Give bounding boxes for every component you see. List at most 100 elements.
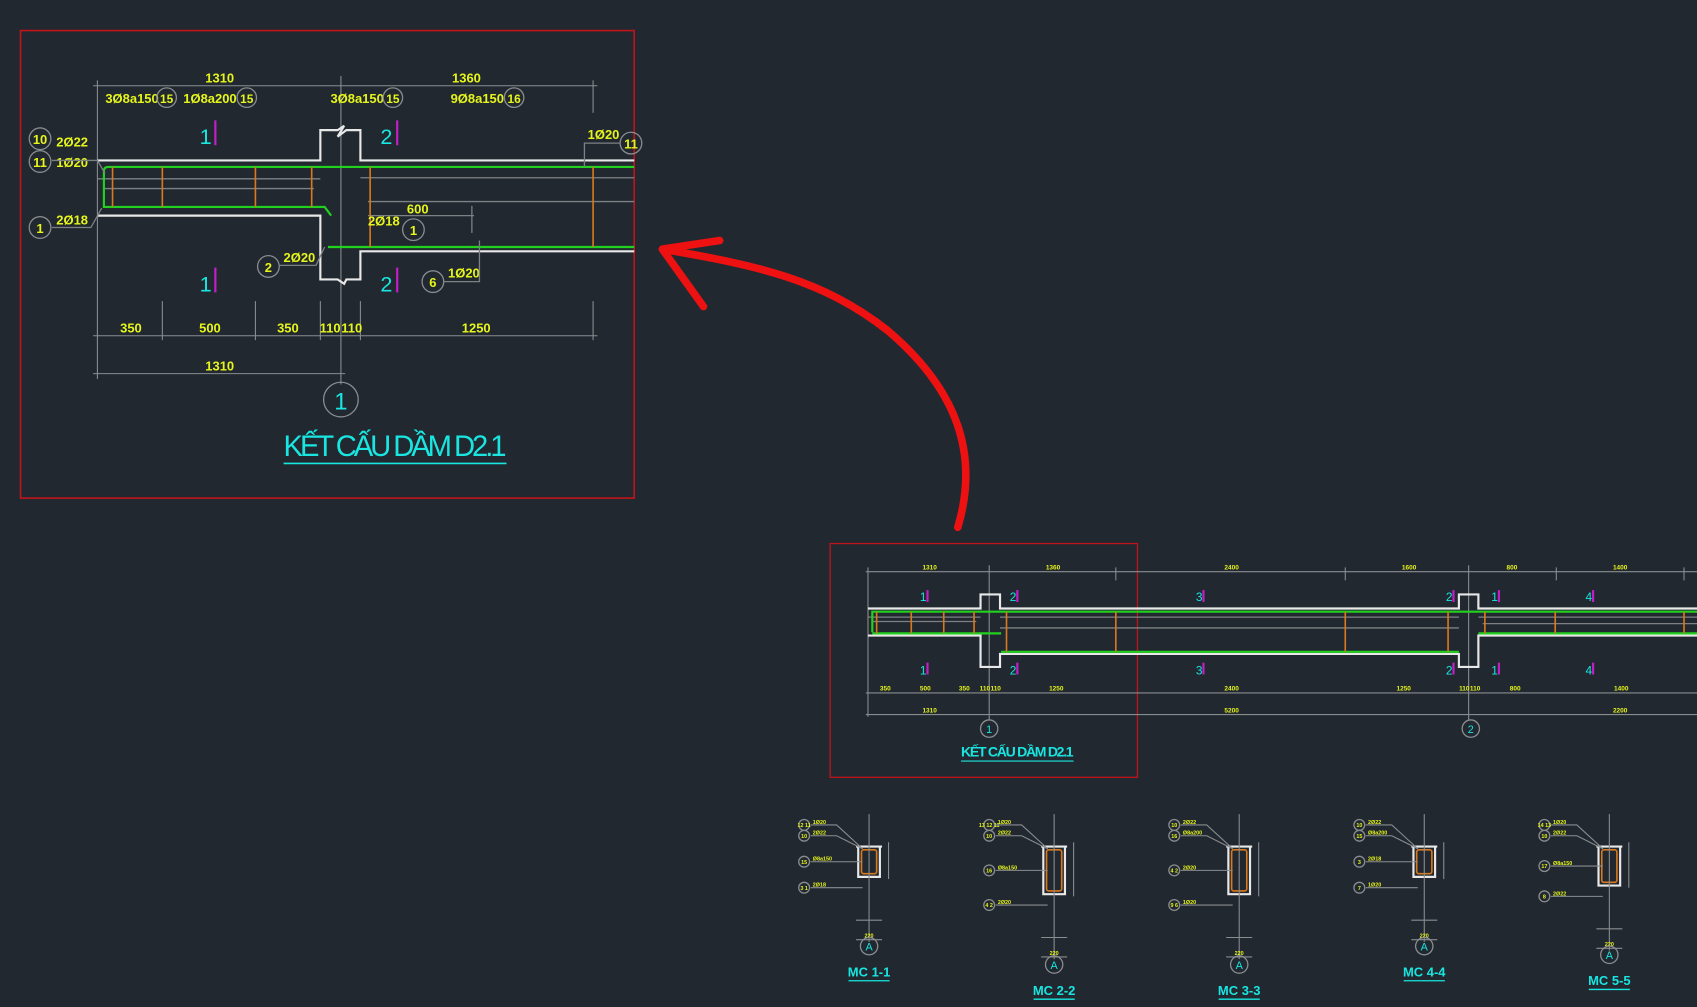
rebar-mark: 3 1 bbox=[800, 886, 808, 892]
rebar-mark-bubble bbox=[1168, 864, 1181, 877]
rebar-mark: 1 bbox=[36, 221, 43, 236]
rebar-spec: 2Ø20 bbox=[1183, 865, 1196, 871]
axis-bubble bbox=[322, 381, 359, 418]
rebar-spec: 2Ø22 bbox=[998, 831, 1011, 837]
section-mark: 2 bbox=[1010, 663, 1017, 677]
rebar-mark: 12 11 bbox=[798, 823, 811, 829]
rebar-spec: 1Ø20 bbox=[1183, 900, 1196, 906]
rebar-mark-bubble bbox=[1353, 829, 1366, 842]
rebar-mark-bubble bbox=[798, 829, 811, 842]
section-mark: 1 bbox=[920, 590, 927, 604]
section-title: MC 1-1 bbox=[848, 964, 891, 979]
leader-line bbox=[1550, 824, 1604, 850]
width-dimension bbox=[1596, 928, 1623, 949]
rebar-spec: 2Ø18 bbox=[56, 212, 88, 227]
dim-label: 5200 bbox=[1224, 707, 1239, 714]
rebar-spec: 2Ø18 bbox=[368, 213, 400, 228]
section-mark: 2 bbox=[1010, 590, 1017, 604]
rebar-spec: 1Ø20 bbox=[1553, 820, 1566, 826]
rebar-mark-bubble bbox=[1538, 829, 1551, 842]
leader-line bbox=[995, 824, 1049, 850]
highlight-frame bbox=[829, 542, 1139, 778]
rebar-mark: 4 2 bbox=[1171, 869, 1179, 875]
dim-label: 1400 bbox=[1614, 686, 1629, 693]
rebar-mark: 10 bbox=[33, 132, 47, 147]
leader-line bbox=[810, 824, 863, 850]
rebar-spec: 2Ø22 bbox=[813, 831, 826, 837]
axis-bubble bbox=[1600, 945, 1619, 965]
rebar-spec: 2Ø22 bbox=[1553, 891, 1566, 897]
width-label: 220 bbox=[1420, 933, 1429, 939]
axis-bubble bbox=[979, 719, 999, 738]
rebar-mark: 9 6 bbox=[1171, 903, 1179, 909]
rebar-mark: 4 2 bbox=[985, 903, 993, 909]
dim-label: 110 bbox=[980, 686, 991, 693]
dim-label: 110 bbox=[1459, 686, 1470, 693]
section-mark: 1 bbox=[200, 271, 212, 296]
overview-title: KẾT CẤU DẦM D2.1 bbox=[961, 744, 1074, 760]
axis-bubble bbox=[1461, 719, 1481, 738]
section-title: MC 2-2 bbox=[1033, 983, 1076, 998]
dim-label: 110 bbox=[320, 321, 341, 336]
dim-label: 500 bbox=[920, 686, 931, 693]
section-title: MC 4-4 bbox=[1403, 964, 1446, 979]
dim-label: 110 bbox=[1470, 686, 1481, 693]
rebar-spec: 2Ø20 bbox=[998, 900, 1011, 906]
section-mark: 2 bbox=[1446, 663, 1453, 677]
rebar-mark: 11 bbox=[33, 155, 47, 170]
leader-line bbox=[1180, 835, 1233, 850]
rebar-spec: 2Ø22 bbox=[1183, 820, 1196, 826]
dim-label: 350 bbox=[959, 686, 970, 693]
section-mark: 2 bbox=[1446, 590, 1453, 604]
width-dimension bbox=[856, 919, 883, 941]
detail-view: 1310 1360 3Ø8a150 15 1Ø8a200 15 3Ø8a150 … bbox=[19, 29, 643, 499]
rebar-mark: 1 bbox=[410, 223, 417, 238]
rebar-mark: 10 bbox=[1171, 823, 1177, 829]
leader-line bbox=[1365, 824, 1419, 850]
rebar-spec: 2Ø22 bbox=[56, 134, 88, 149]
rebar-mark: 15 bbox=[386, 92, 400, 106]
rebar-mark-bubble bbox=[1168, 898, 1181, 912]
leader-line bbox=[1180, 824, 1234, 850]
axis-label: A bbox=[865, 941, 873, 953]
rebar-mark: 10 bbox=[801, 834, 807, 840]
dim-label: 2200 bbox=[1613, 707, 1628, 714]
dim-label: 350 bbox=[277, 321, 299, 336]
dim-label: 1360 bbox=[1046, 565, 1061, 572]
dim-label: 1250 bbox=[462, 321, 491, 336]
dim-label: 110 bbox=[990, 686, 1001, 693]
rebar-mark-bubble bbox=[1168, 829, 1181, 842]
leader-line bbox=[810, 835, 863, 850]
dim-label: 1400 bbox=[1613, 565, 1628, 572]
section-mark: 1 bbox=[920, 663, 927, 677]
dim-label: 110 bbox=[341, 321, 362, 336]
axis-bubble bbox=[1044, 955, 1064, 974]
rebar-spec: Ø8a150 bbox=[998, 865, 1017, 871]
axis-bubble bbox=[1229, 955, 1249, 974]
axis-bubble bbox=[1414, 936, 1434, 956]
rebar-mark: 16 bbox=[986, 869, 992, 875]
rebar-spec: 2Ø18 bbox=[813, 883, 826, 889]
rebar-spec: Ø8a200 bbox=[1183, 831, 1202, 837]
rebar-mark: 2 bbox=[265, 260, 272, 275]
dim-label: 350 bbox=[880, 686, 891, 693]
stirrup-spec: 1Ø8a200 bbox=[183, 91, 236, 106]
overview-drawing: 1310 1360 2400 1600 800 1400 1 2 3 2 1 4… bbox=[829, 542, 1697, 778]
section-mark: 3 bbox=[1196, 663, 1203, 677]
dim-label: 800 bbox=[1507, 565, 1518, 572]
beam-outline bbox=[97, 124, 635, 286]
rebar-mark-bubble bbox=[983, 898, 996, 912]
rebar-spec: 1Ø20 bbox=[1368, 883, 1381, 889]
stirrup-spec: 3Ø8a150 bbox=[105, 91, 158, 106]
axis-label: 2 bbox=[1468, 724, 1474, 736]
width-dimension bbox=[1041, 936, 1068, 958]
top-dimension: 1310 1360 bbox=[93, 70, 598, 385]
rebar-spec: 2Ø22 bbox=[1368, 820, 1381, 826]
rebar-spec: 1Ø20 bbox=[56, 155, 88, 170]
rebar-mark-bubble bbox=[798, 855, 811, 868]
dim-label: 1310 bbox=[205, 70, 234, 85]
